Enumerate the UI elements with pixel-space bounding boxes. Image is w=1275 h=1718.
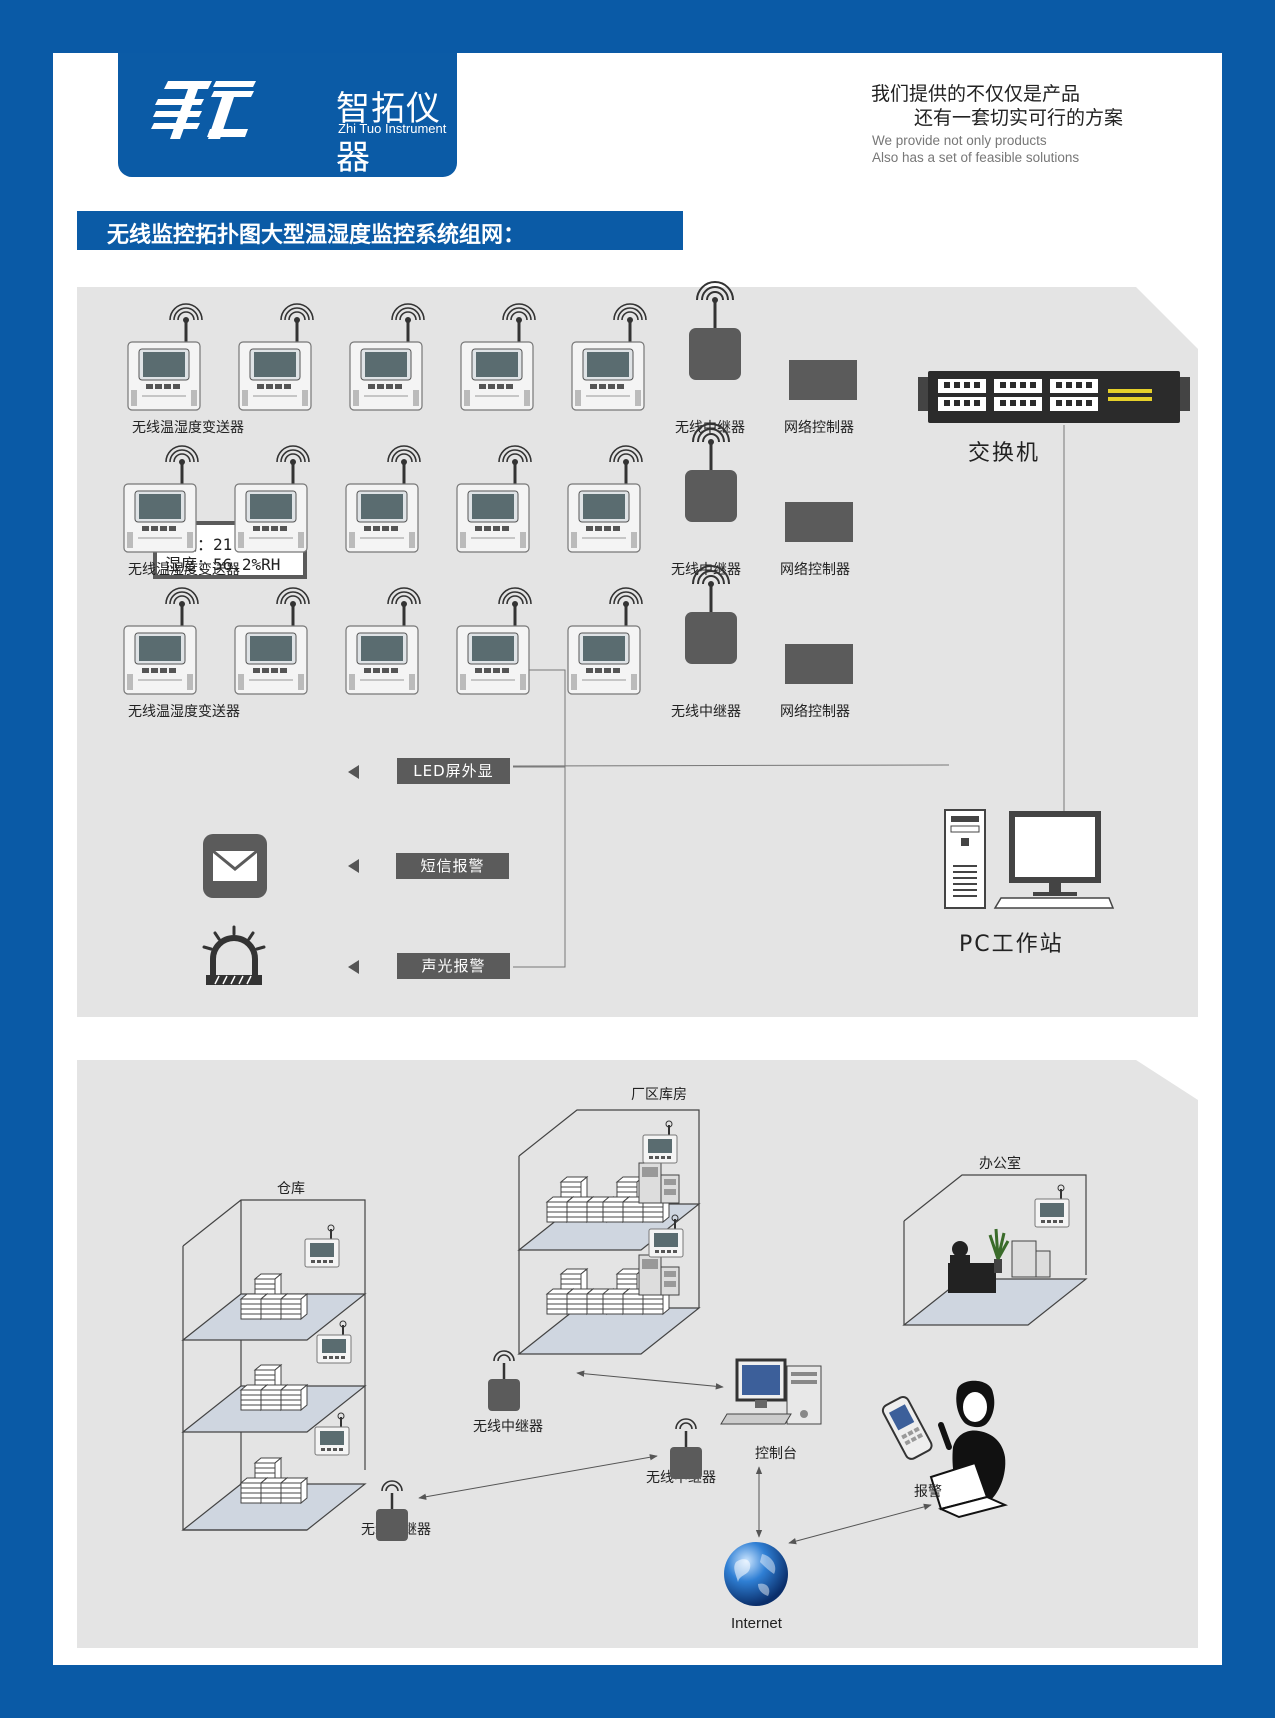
wireless-sensor-icon — [571, 303, 647, 411]
output-tag-led: LED屏外显 — [397, 758, 510, 784]
network-controller-icon — [785, 502, 853, 542]
slogan-en-line-1: We provide not only products — [872, 133, 1047, 148]
wireless-repeater-icon — [685, 423, 737, 522]
wireless-sensor-icon — [127, 303, 203, 411]
scene-repeater-icon — [670, 1418, 702, 1479]
sensor-row-label: 无线温湿度变送器 — [128, 704, 240, 720]
network-controller-icon — [785, 644, 853, 684]
box-stack-icon — [601, 1175, 671, 1224]
repeater-row-label: 无线中继器 — [671, 562, 741, 578]
console-computer-icon — [720, 1358, 822, 1425]
mini-sensor-icon — [642, 1120, 678, 1164]
mini-sensor-icon — [648, 1214, 684, 1258]
box-stack-icon — [239, 1456, 309, 1505]
envelope-icon — [203, 834, 267, 898]
wireless-sensor-icon — [234, 445, 310, 553]
controller-row-label: 网络控制器 — [780, 562, 850, 578]
sensor-row-label: 无线温湿度变送器 — [128, 562, 240, 578]
wireless-sensor-icon — [456, 587, 532, 695]
section-title: 无线监控拓扑图大型温湿度监控系统组网： — [107, 223, 526, 248]
arrow-to-led — [348, 765, 359, 779]
section-title-bar: 无线监控拓扑图大型温湿度监控系统组网： — [77, 211, 683, 250]
switch-label: 交换机 — [968, 441, 1041, 466]
zt-logo-icon — [151, 81, 256, 139]
output-tag-alarm: 声光报警 — [397, 953, 510, 979]
pc-workstation-icon — [944, 809, 1115, 909]
mini-sensor-icon — [304, 1224, 340, 1268]
brand-name-cn: 智拓仪器 — [336, 89, 441, 178]
led-line-humidity: 湿度：56.2%RH — [165, 555, 281, 574]
box-stack-icon — [545, 1267, 615, 1316]
brand-logo-box: 智拓仪器 Zhi Tuo Instrument — [118, 53, 457, 178]
wireless-sensor-icon — [345, 587, 421, 695]
alarm-light-icon — [202, 925, 266, 985]
sensor-row-label: 无线温湿度变送器 — [132, 420, 244, 436]
pc-workstation-label: PC工作站 — [959, 932, 1064, 957]
arrow-to-alarm — [348, 960, 359, 974]
storage-cabinet-icon — [638, 1254, 680, 1296]
factory-storehouse-label: 厂区库房 — [631, 1087, 687, 1103]
internet-globe-icon — [724, 1542, 788, 1606]
slogan-en-line-2: Also has a set of feasible solutions — [872, 150, 1080, 165]
console-label: 控制台 — [755, 1446, 797, 1462]
wireless-repeater-icon — [689, 281, 741, 380]
repeater-row-label: 无线中继器 — [671, 704, 741, 720]
poster-page: 智拓仪器 Zhi Tuo Instrument 我们提供的不仅仅是产品 还有一套… — [53, 53, 1222, 1665]
wireless-sensor-icon — [234, 587, 310, 695]
wireless-repeater-icon — [685, 565, 737, 664]
controller-row-label: 网络控制器 — [780, 704, 850, 720]
box-stack-icon — [239, 1272, 309, 1321]
wireless-sensor-icon — [123, 445, 199, 553]
wireless-sensor-icon — [567, 445, 643, 553]
wireless-sensor-icon — [123, 587, 199, 695]
topology-connection-lines — [512, 425, 1065, 968]
scene-repeater-icon — [376, 1480, 408, 1541]
wireless-sensor-icon — [345, 445, 421, 553]
arrow-to-sms — [348, 859, 359, 873]
box-stack-icon — [545, 1175, 615, 1224]
wireless-sensor-icon — [460, 303, 536, 411]
output-tag-sms: 短信报警 — [396, 853, 509, 879]
wireless-sensor-icon — [349, 303, 425, 411]
alarm-person-icon — [881, 1380, 1009, 1519]
office-room-icon — [902, 1174, 1088, 1326]
repeater-row-label: 无线中继器 — [675, 420, 745, 436]
mini-sensor-icon — [314, 1412, 350, 1456]
mini-sensor-icon — [316, 1320, 352, 1364]
brand-name-en: Zhi Tuo Instrument — [338, 121, 447, 136]
scene-repeater-icon — [488, 1350, 520, 1411]
network-controller-icon — [789, 360, 857, 400]
slogan-line-1: 我们提供的不仅仅是产品 — [871, 83, 1081, 105]
scene-link-arrows — [418, 1370, 932, 1545]
wireless-sensor-icon — [456, 445, 532, 553]
alarm-label: 报警 — [914, 1484, 942, 1500]
internet-label: Internet — [731, 1615, 782, 1632]
warehouse-label: 仓库 — [277, 1181, 305, 1197]
storage-cabinet-icon — [638, 1162, 680, 1204]
network-switch-icon — [918, 371, 1190, 423]
box-stack-icon — [239, 1363, 309, 1412]
repeater-1-label: 无线中继器 — [473, 1419, 543, 1435]
wireless-sensor-icon — [238, 303, 314, 411]
controller-row-label: 网络控制器 — [784, 420, 854, 436]
wireless-sensor-icon — [567, 587, 643, 695]
mini-sensor-icon — [1034, 1184, 1070, 1228]
office-label: 办公室 — [979, 1156, 1021, 1172]
slogan-line-2: 还有一套切实可行的方案 — [914, 107, 1124, 129]
